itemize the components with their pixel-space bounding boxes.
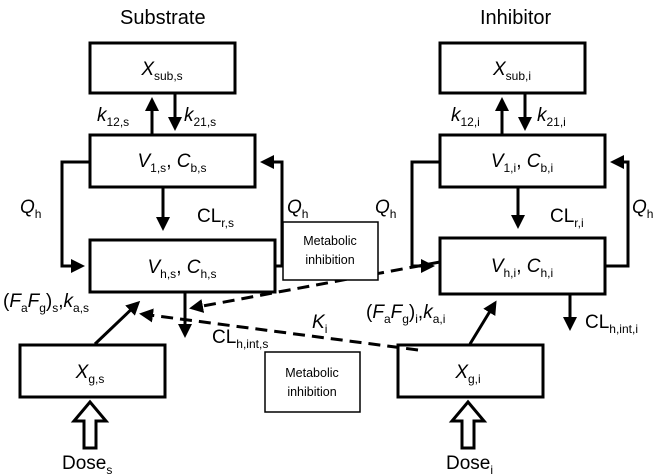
substrate-dose-arrow	[70, 399, 110, 450]
inhibitor-clhint-label: CLh,int,i	[585, 312, 638, 336]
metabolic-inhibition-upper-line1: Metabolic	[303, 234, 357, 248]
substrate-sub-compartment	[88, 41, 237, 95]
inhibition-gut-dashed-arrow	[139, 308, 419, 352]
ki-label: Ki	[312, 312, 327, 336]
inhibitor-central-label: V1,i, Cb,i	[491, 151, 553, 175]
substrate-qh-left-label: Qh	[20, 197, 41, 221]
metabolic-inhibition-lower-line1: Metabolic	[285, 366, 339, 380]
inhibitor-gut-label: Xg,i	[454, 362, 480, 386]
inhibitor-dose-arrow	[448, 399, 488, 450]
substrate-clhint-label: CLh,int,s	[212, 327, 268, 351]
substrate-absorption-arrow	[93, 300, 141, 346]
inhibitor-k21-label: k21,i	[537, 105, 566, 129]
metabolic-inhibition-box-upper	[282, 221, 379, 281]
inhibitor-xsub-label: Xsub,i	[492, 59, 531, 83]
inhibitor-dose-label: Dosei	[446, 453, 493, 475]
inhibitor-qh-left-label: Qh	[375, 197, 396, 221]
substrate-qh-right-loop	[260, 155, 284, 268]
metabolic-inhibition-box-lower	[264, 351, 361, 413]
inhibition-liver-dashed-arrow	[189, 260, 441, 313]
inhibitor-qh-right-label: Qh	[632, 197, 653, 221]
inhibitor-sub-compartment	[438, 41, 587, 95]
inhibitor-liver-label: Vh,i, Ch,i	[491, 256, 553, 280]
inhibitor-absorption-label: (FaFg)i,ka,i	[366, 302, 445, 326]
substrate-gut-label: Xg,s	[75, 362, 105, 386]
inhibitor-qh-right-loop	[605, 155, 630, 268]
inhibitor-title: Inhibitor	[480, 7, 551, 29]
substrate-title: Substrate	[120, 7, 206, 29]
metabolic-inhibition-lower-line2: inhibition	[287, 385, 336, 399]
substrate-qh-right-label: Qh	[287, 197, 308, 221]
substrate-absorption-label: (FaFg)s,ka,s	[3, 291, 89, 315]
substrate-liver-label: Vh,s, Ch,s	[147, 257, 216, 281]
inhibitor-absorption-arrow	[468, 300, 497, 345]
inhibitor-central-compartment	[438, 133, 607, 189]
inhibitor-liver-compartment	[438, 236, 607, 296]
substrate-central-compartment	[88, 133, 257, 189]
substrate-xsub-label: Xsub,s	[140, 59, 182, 83]
substrate-dose-label: Doses	[62, 453, 112, 475]
substrate-k12-label: k12,s	[97, 105, 129, 129]
inhibitor-gut-compartment	[396, 343, 545, 399]
metabolic-inhibition-upper-line2: inhibition	[305, 253, 354, 267]
substrate-k21-label: k21,s	[184, 105, 216, 129]
substrate-qh-left-loop	[60, 160, 90, 273]
inhibitor-k12-label: k12,i	[451, 105, 480, 129]
substrate-clr-label: CLr,s	[197, 206, 234, 230]
substrate-central-label: V1,s, Cb,s	[137, 151, 206, 175]
inhibitor-qh-left-loop	[410, 160, 440, 273]
inhibitor-clr-label: CLr,i	[550, 206, 584, 230]
substrate-gut-compartment	[18, 343, 167, 399]
